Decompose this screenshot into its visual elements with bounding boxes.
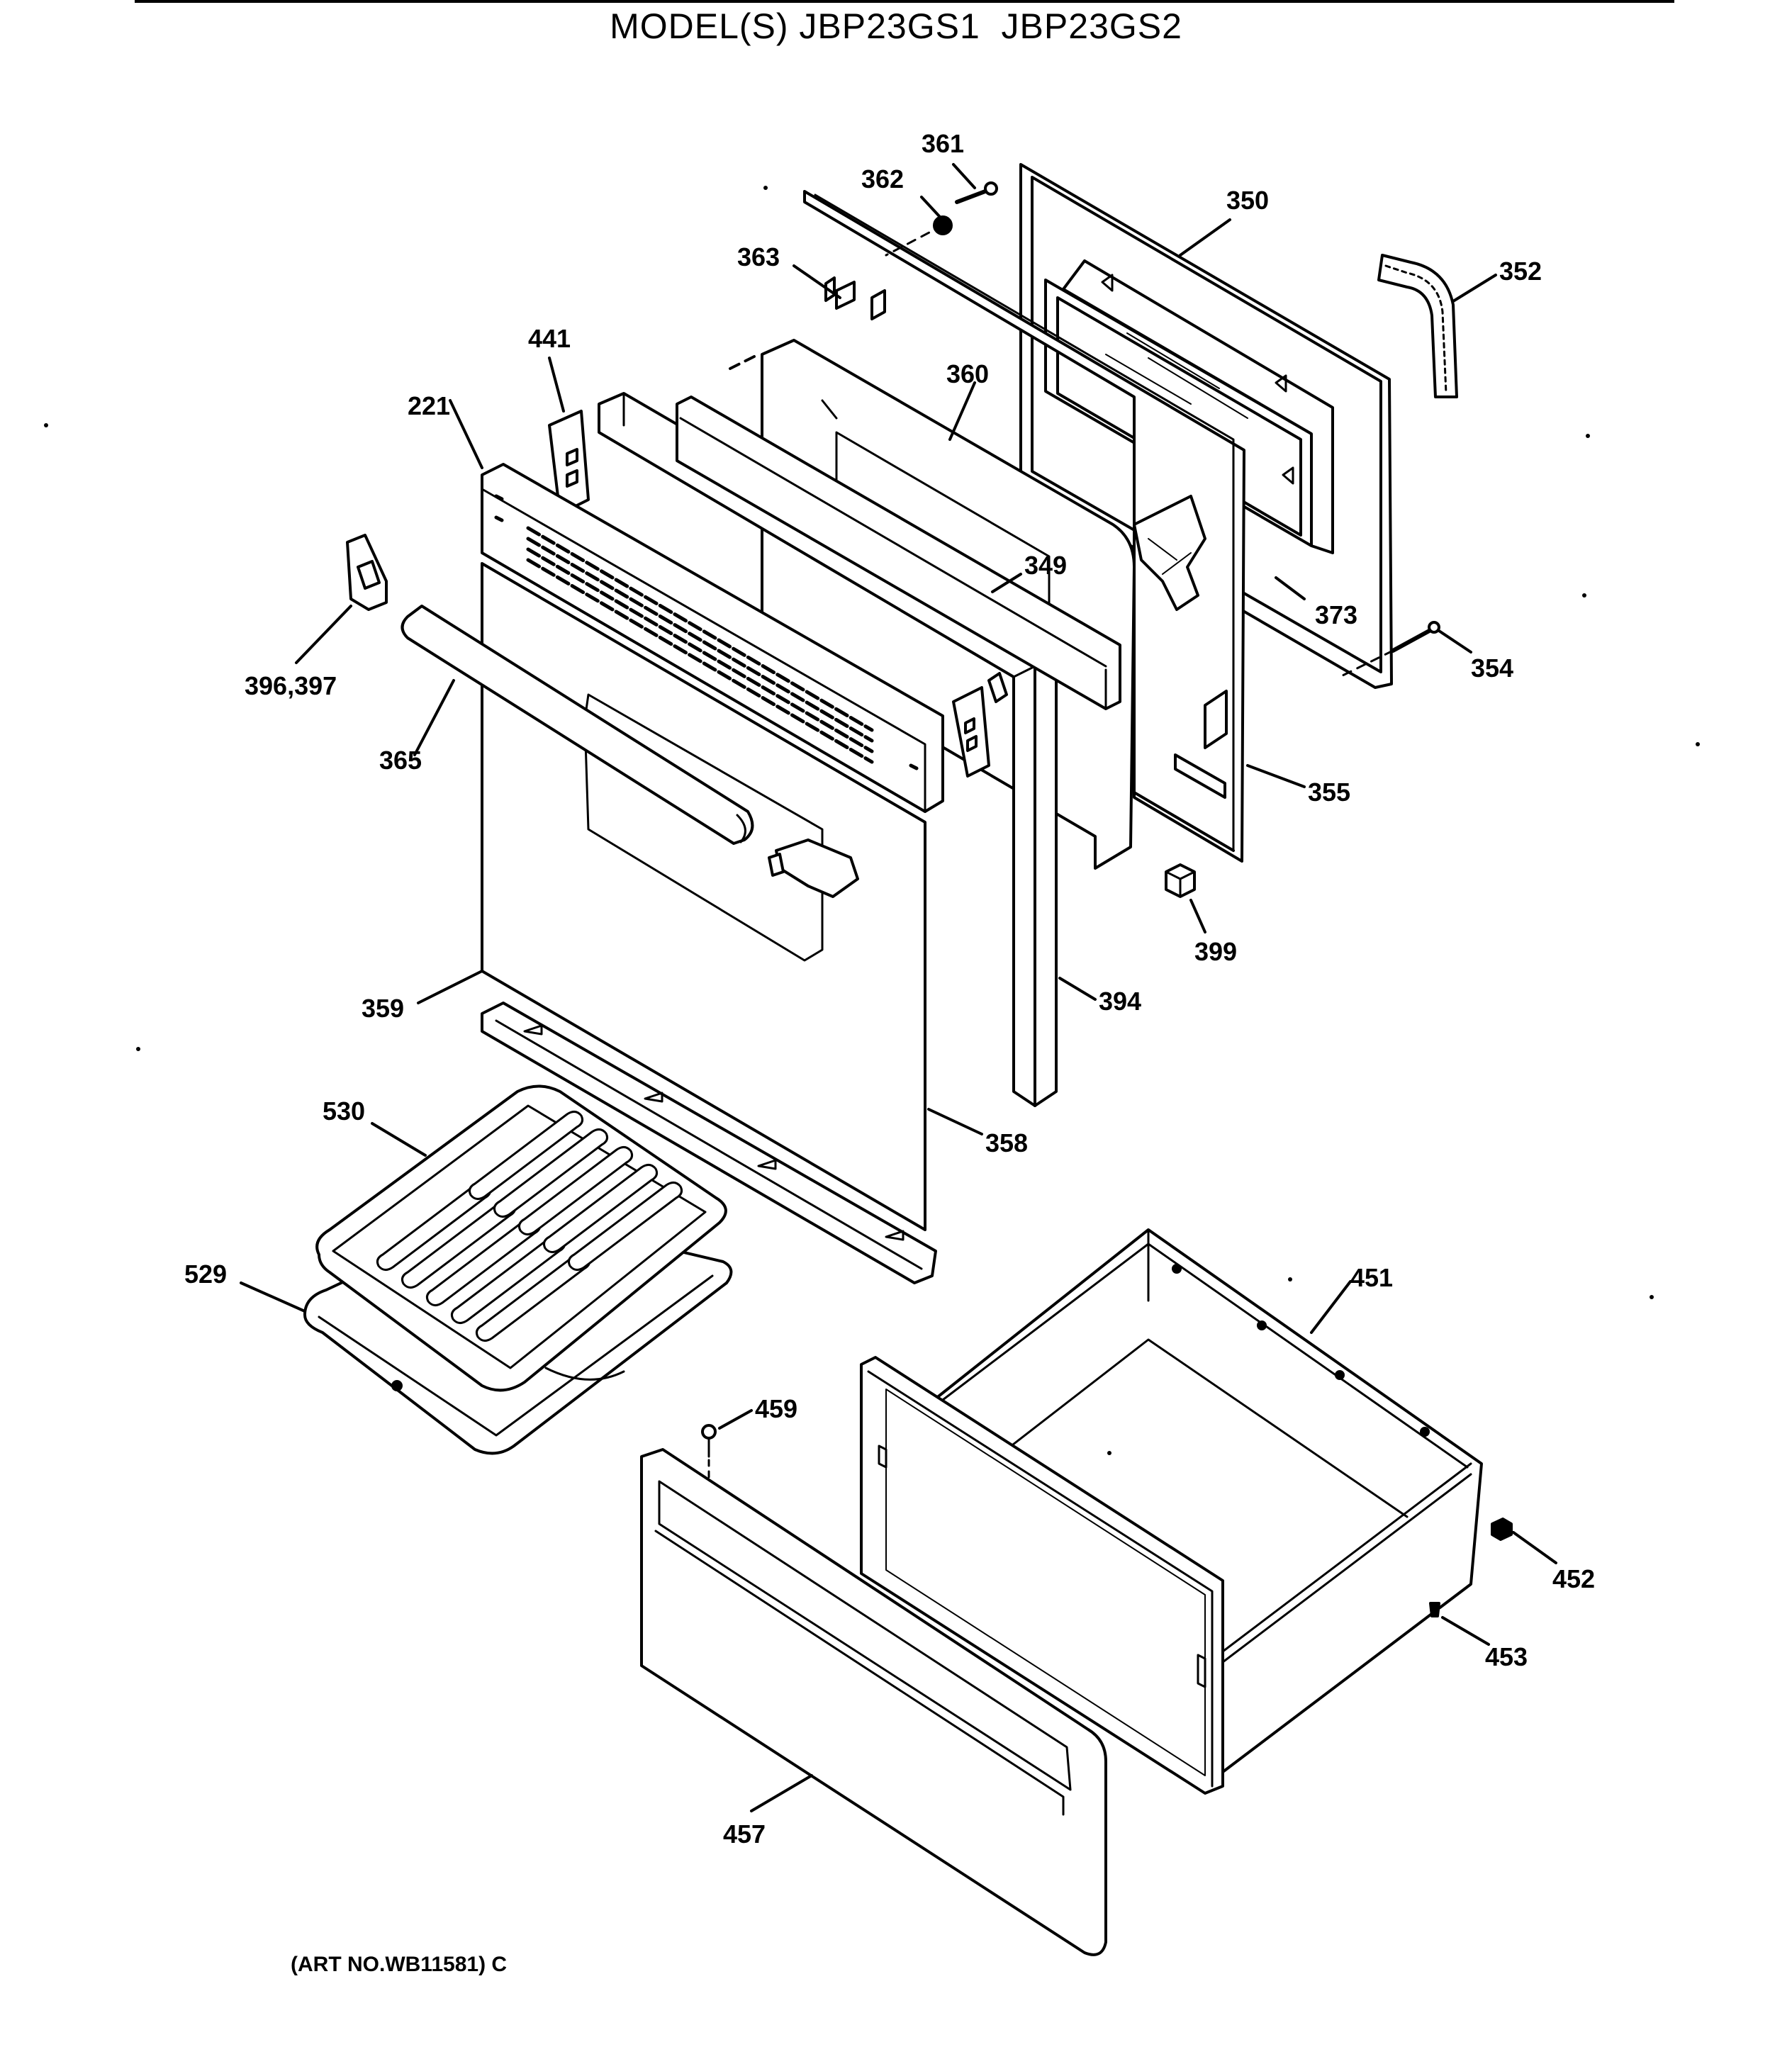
screw-354 (1338, 621, 1440, 678)
screw-459 (701, 1424, 717, 1479)
callout-358: 358 (985, 1128, 1028, 1157)
door-liner-355 (803, 190, 1245, 863)
callout-355: 355 (1308, 778, 1350, 807)
callout-354: 354 (1471, 654, 1513, 683)
callout-452: 452 (1552, 1564, 1595, 1593)
callout-349: 349 (1024, 551, 1067, 580)
callout-453: 453 (1485, 1642, 1528, 1671)
door-handle-365 (401, 605, 754, 845)
callout-352: 352 (1499, 257, 1542, 286)
drawer-body-451 (924, 1228, 1483, 1773)
page-title: MODEL(S) JBP23GS1 JBP23GS2 (610, 6, 1182, 46)
art-number-note: (ART NO.WB11581) C (291, 1953, 508, 1976)
callout-451: 451 (1350, 1263, 1393, 1292)
handle-end-cap-right (768, 838, 859, 898)
callout-labels: 361 362 350 352 363 441 360 221 349 373 … (184, 129, 1595, 1849)
drawer-glide-452 (1491, 1518, 1513, 1541)
screw-361 (955, 181, 998, 204)
callout-361: 361 (922, 129, 964, 158)
callout-399: 399 (1194, 937, 1237, 966)
leader-lines (240, 163, 1557, 1812)
callout-459: 459 (755, 1394, 797, 1423)
callout-363: 363 (737, 242, 780, 271)
callout-530: 530 (323, 1096, 365, 1126)
drawer-side-panel (860, 1356, 1224, 1795)
callout-441: 441 (528, 324, 571, 353)
callout-359: 359 (362, 994, 404, 1023)
callout-362: 362 (861, 164, 904, 194)
door-frame-349 (676, 396, 1121, 710)
callout-221: 221 (408, 391, 450, 420)
seal-352 (1377, 254, 1458, 398)
drawer-front-457 (640, 1448, 1107, 1956)
hinge-bracket-right (952, 672, 1008, 778)
callout-360: 360 (946, 359, 989, 388)
block-399 (1165, 863, 1196, 898)
callout-350: 350 (1226, 186, 1269, 215)
screw-453 (1429, 1602, 1440, 1617)
callout-394: 394 (1099, 987, 1141, 1016)
callout-457: 457 (723, 1819, 766, 1849)
nut-362 (885, 215, 953, 257)
handle-end-cap-396-397 (346, 534, 388, 611)
callout-373: 373 (1315, 600, 1357, 629)
callout-529: 529 (184, 1260, 227, 1289)
bottom-trim-359 (481, 1002, 937, 1284)
clip-363 (835, 281, 856, 310)
callout-365: 365 (379, 746, 422, 775)
scan-specks (44, 186, 1700, 1455)
vent-trim-221 (481, 463, 944, 813)
broiler-grid-530 (315, 1084, 727, 1392)
top-rule (135, 0, 1674, 3)
hinge-bracket-441 (548, 410, 590, 515)
callout-396-397: 396,397 (245, 671, 337, 700)
